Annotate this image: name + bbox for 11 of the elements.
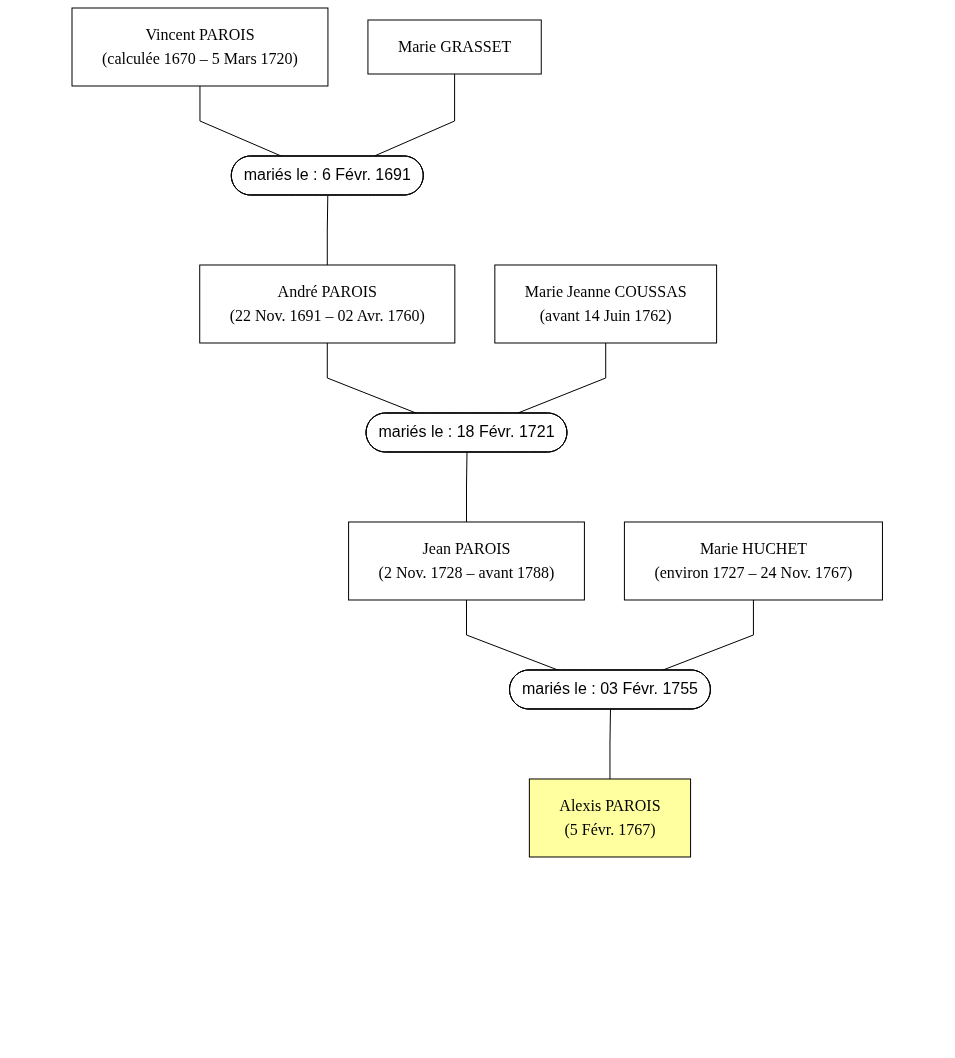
node-box: Vincent PAROIS (calculée 1670 – 5 Mars 1720) [71,7,329,87]
node-box: André PAROIS (22 Nov. 1691 – 02 Avr. 1760) [199,264,456,344]
node-box: Jean PAROIS (2 Nov. 1728 – avant 1788) [348,521,586,601]
node-box: Marie Jeanne COUSSAS (avant 14 Juin 1762) [494,264,718,344]
connector [609,709,612,780]
connector [466,452,468,523]
node-box: Alexis PAROIS (5 Févr. 1767) [529,778,692,858]
connector [327,195,329,266]
node-box: Marie HUCHET (environ 1727 – 24 Nov. 1767) [624,521,884,601]
node-box: Marie GRASSET [367,19,542,75]
connector [373,73,456,157]
